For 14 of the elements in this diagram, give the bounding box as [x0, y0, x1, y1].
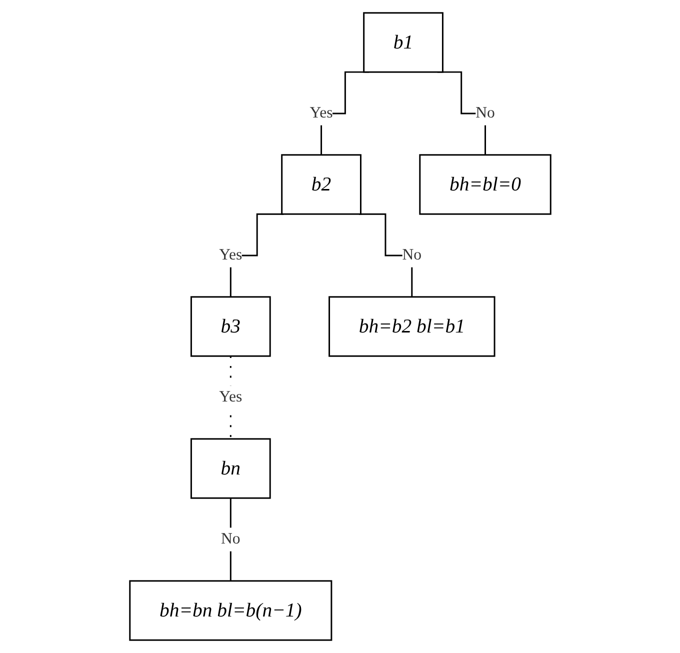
edge-label: Yes: [218, 246, 242, 264]
node-box: bh=bl=0: [418, 154, 552, 215]
node-box: bn: [190, 438, 271, 499]
node-box: b3: [190, 296, 271, 357]
connector: [358, 213, 412, 298]
edge-label: No: [402, 246, 422, 264]
edge-label: Yes: [310, 104, 332, 122]
node-box: bh=bn bl=b(n−1): [128, 580, 332, 641]
edge-label: Yes: [218, 388, 242, 406]
node-box: bh=b2 bl=b1: [328, 296, 495, 357]
node-box: b1: [362, 12, 444, 73]
edge-label: No: [475, 104, 495, 122]
edge-label: No: [220, 530, 240, 548]
node-box: b2: [280, 154, 362, 215]
